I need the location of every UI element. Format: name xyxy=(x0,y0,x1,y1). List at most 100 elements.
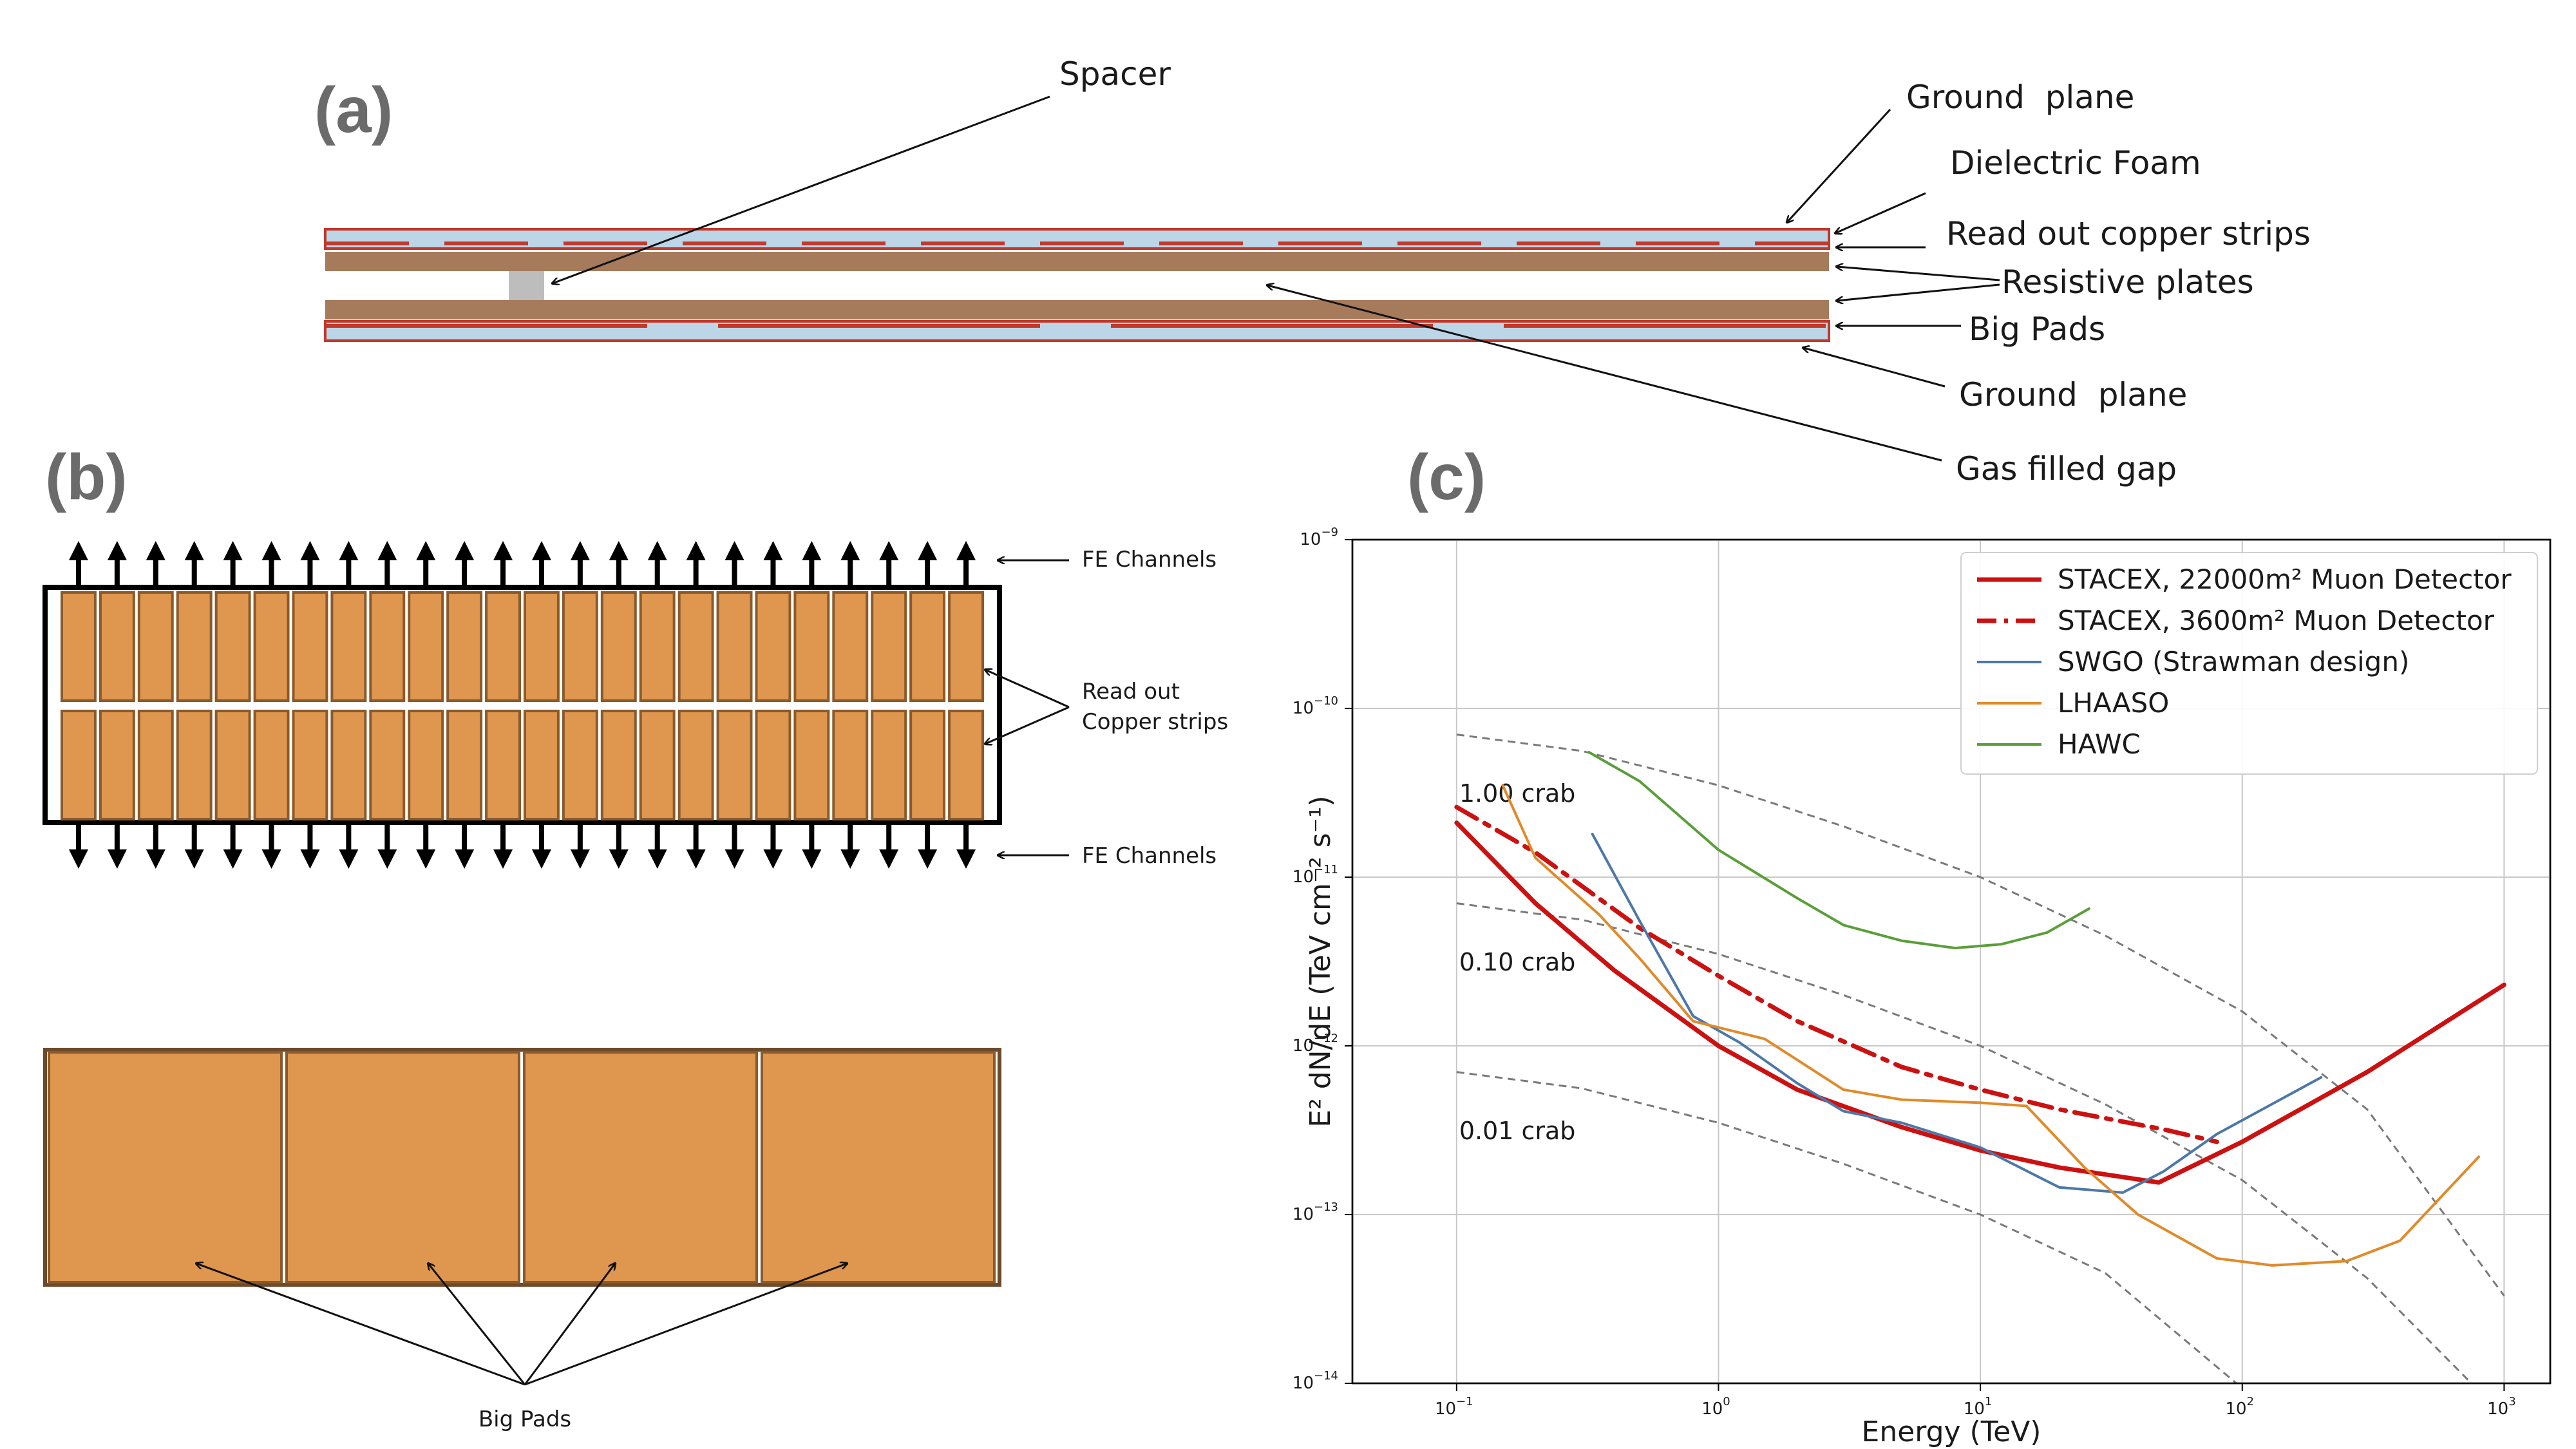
copper-strip xyxy=(524,710,560,820)
copper-strip xyxy=(446,710,483,820)
panel-a-letter: (a) xyxy=(314,74,393,146)
big-pad xyxy=(523,1051,758,1283)
x-tick-label: 102 xyxy=(2225,1395,2254,1419)
top-ground-foam-layer xyxy=(324,228,1830,250)
legend-entry: STACEX, 22000m² Muon Detector xyxy=(2058,564,2512,595)
legend-entry: SWGO (Strawman design) xyxy=(2058,646,2409,677)
y-tick-label: 10−14 xyxy=(1293,1369,1338,1393)
fe-channel-arrows-bottom xyxy=(68,822,976,869)
label-big-pads: Big Pads xyxy=(1969,310,2105,348)
crab-curve-label: 0.01 crab xyxy=(1459,1117,1576,1145)
copper-strip xyxy=(909,710,946,820)
copper-strip xyxy=(408,591,444,702)
big-pad xyxy=(48,1051,283,1283)
rpc-cross-section xyxy=(324,228,1830,342)
legend-entry: STACEX, 3600m² Muon Detector xyxy=(2058,605,2495,636)
legend-entry: LHAASO xyxy=(2058,687,2169,719)
copper-strip xyxy=(600,710,637,820)
copper-strip xyxy=(948,710,985,820)
copper-strip xyxy=(793,591,830,702)
big-pad xyxy=(285,1051,520,1283)
label-readout-line1: Read out xyxy=(1082,679,1180,705)
series-line xyxy=(1591,833,2323,1194)
copper-strip xyxy=(909,591,946,702)
copper-strip xyxy=(176,710,213,820)
resistive-arrow-1 xyxy=(1837,267,2000,281)
copper-strip xyxy=(871,591,907,702)
copper-strip xyxy=(485,591,521,702)
ground-bottom-arrow xyxy=(1803,348,1946,388)
copper-strip xyxy=(330,710,367,820)
big-pad-board xyxy=(43,1048,1001,1287)
panel-b: (b) FE Channels Read out Copper strips F… xyxy=(43,441,1228,1432)
series-line xyxy=(1587,751,2090,950)
series-line xyxy=(1501,784,2480,1267)
strip-row-bottom xyxy=(61,710,985,820)
resistive-arrow-2 xyxy=(1837,283,2000,301)
label-fe-bottom: FE Channels xyxy=(1082,843,1217,869)
legend-box xyxy=(1960,552,2538,775)
copper-strip xyxy=(292,710,328,820)
crab-curve-label: 0.10 crab xyxy=(1459,948,1576,976)
copper-strip xyxy=(369,710,406,820)
copper-strip xyxy=(253,591,290,702)
copper-strip xyxy=(137,591,174,702)
copper-strip xyxy=(524,591,560,702)
copper-strip xyxy=(832,710,869,820)
y-axis-label: E² dN/dE (TeV cm⁻² s⁻¹) xyxy=(1304,795,1337,1127)
lower-resistive-plate xyxy=(325,300,1829,319)
copper-strip xyxy=(369,591,406,702)
label-ground-bottom: Ground plane xyxy=(1959,376,2187,413)
label-big-pads-b: Big Pads xyxy=(478,1406,571,1432)
spacer-block xyxy=(509,271,544,300)
series-line xyxy=(1454,820,2506,1185)
copper-strip xyxy=(716,591,753,702)
copper-strip xyxy=(292,591,328,702)
copper-strip xyxy=(755,710,791,820)
panel-a: (a) Spacer Ground xyxy=(314,55,2311,488)
gas-gap-arrow xyxy=(1267,285,1942,462)
copper-strip xyxy=(677,591,714,702)
y-tick-label: 10−10 xyxy=(1293,694,1338,718)
label-gas-gap: Gas filled gap xyxy=(1956,450,2177,488)
copper-strip xyxy=(639,591,676,702)
pad-arrow-3 xyxy=(524,1264,615,1385)
ground-top-arrow xyxy=(1787,108,1891,222)
copper-strip xyxy=(446,591,483,702)
x-axis-label: Energy (TeV) xyxy=(1862,1416,2041,1448)
readout-arrow-2 xyxy=(985,706,1070,744)
label-spacer: Spacer xyxy=(1059,55,1171,93)
copper-strip xyxy=(485,710,521,820)
label-fe-top: FE Channels xyxy=(1082,547,1217,573)
strip-readout-board xyxy=(43,541,1002,869)
copper-strip xyxy=(755,591,791,702)
label-ground-top: Ground plane xyxy=(1906,79,2134,116)
x-tick-label: 103 xyxy=(2487,1395,2516,1419)
y-tick-label: 10−9 xyxy=(1300,526,1338,549)
copper-strip xyxy=(61,710,97,820)
copper-strip xyxy=(99,591,135,702)
readout-arrow-1 xyxy=(985,670,1070,708)
copper-strip xyxy=(793,710,830,820)
series-line xyxy=(1454,804,2219,1144)
label-readout-line2: Copper strips xyxy=(1082,709,1228,735)
copper-strip xyxy=(562,710,598,820)
copper-strip xyxy=(61,591,97,702)
copper-strip xyxy=(253,710,290,820)
x-tick-label: 10−1 xyxy=(1435,1395,1473,1419)
chart-series xyxy=(1454,751,2506,1267)
copper-strip xyxy=(948,591,985,702)
copper-strip xyxy=(562,591,598,702)
y-tick-label: 10−13 xyxy=(1293,1200,1338,1224)
label-copper-strips: Read out copper strips xyxy=(1946,215,2311,252)
panel-a-arrows xyxy=(553,95,2000,462)
copper-strip xyxy=(716,710,753,820)
crab-reference-curve xyxy=(1456,1071,2237,1385)
strip-row-top xyxy=(61,591,985,702)
foam-arrow xyxy=(1835,192,1926,233)
